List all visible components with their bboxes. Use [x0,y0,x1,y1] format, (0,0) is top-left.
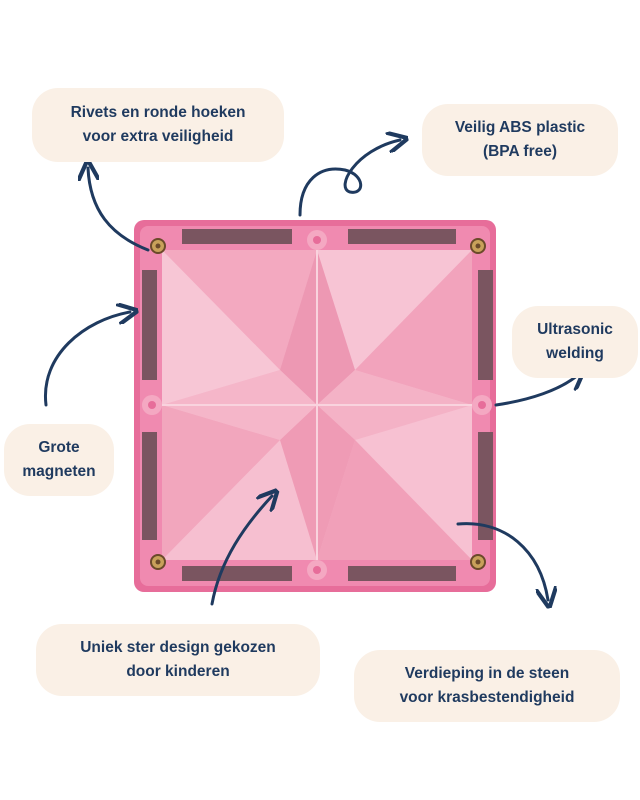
rivet-icon [470,238,486,254]
arrow-icon [456,522,548,600]
label-rivets-line1: Rivets en ronde hoeken [70,104,246,121]
rivet-icon [150,238,166,254]
label-ultrasonic-welding: Ultrasonic welding [512,306,638,378]
label-depth-line1: Verdieping in de steen [404,665,570,682]
arrow-icon [88,168,150,252]
arrow-icon [494,375,578,407]
arrow-icon [43,312,130,407]
arrow-icon [210,496,272,606]
magnet-icon [142,270,157,380]
label-magnets-line2: magneten [22,463,96,480]
magnet-icon [348,229,456,244]
magnet-icon [478,270,493,380]
rivet-icon [470,554,486,570]
label-magnets: Grote magneten [4,424,114,496]
magnet-icon [182,566,292,581]
magnet-icon [182,229,292,244]
label-rivets-line2: voor extra veiligheid [82,128,234,145]
label-star-line2: door kinderen [126,663,230,680]
magnet-icon [142,432,157,540]
label-rivets: Rivets en ronde hoeken voor extra veilig… [32,88,284,162]
label-scratch-depth: Verdieping in de steen voor krasbestendi… [354,650,620,722]
label-ultrasonic-line1: Ultrasonic [537,321,613,338]
star-pattern-icon [162,250,472,560]
arrow-icon [298,140,400,217]
label-ultrasonic-line2: welding [546,345,604,362]
label-star-line1: Uniek ster design gekozen [80,639,276,656]
rivet-icon [150,554,166,570]
label-magnets-line1: Grote [38,439,80,456]
magnet-icon [348,566,456,581]
label-depth-line2: voor krasbestendigheid [399,689,575,706]
label-abs-line2: (BPA free) [482,143,558,160]
label-abs-plastic: Veilig ABS plastic (BPA free) [422,104,618,176]
label-abs-line1: Veilig ABS plastic [454,119,586,136]
label-star-design: Uniek ster design gekozen door kinderen [36,624,320,696]
magnet-icon [478,432,493,540]
